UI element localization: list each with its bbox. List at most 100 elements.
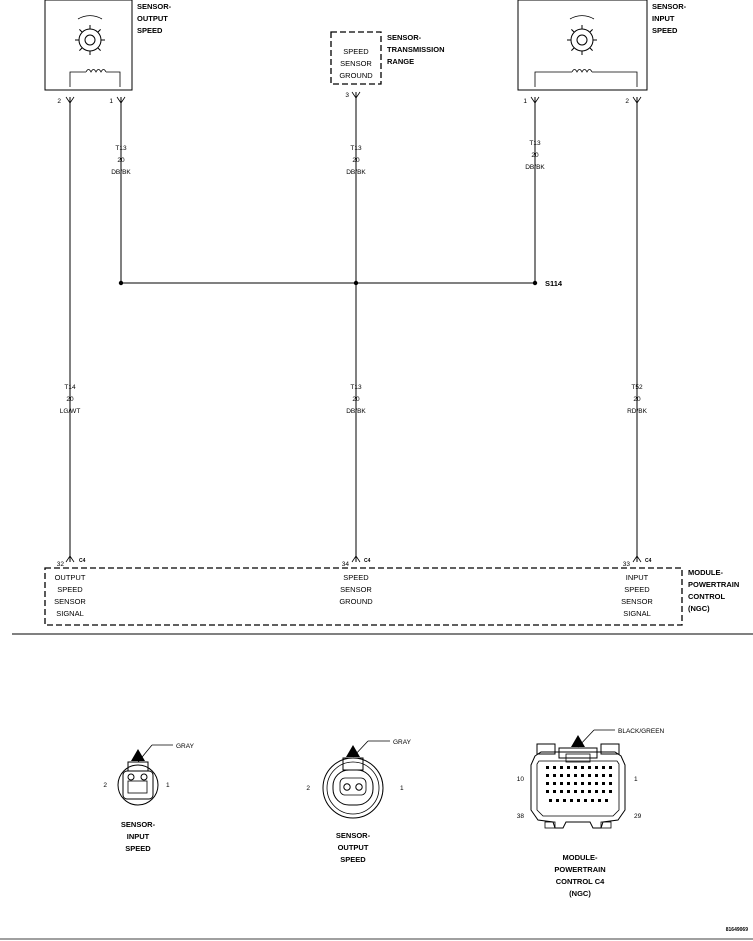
circuit-id: T13 <box>350 384 362 391</box>
wire-label-t14: T14 20 LG/WT <box>60 384 81 415</box>
wire-color: DB/BK <box>346 169 366 176</box>
circuit-id: T13 <box>529 140 541 147</box>
wire-color: RD/BK <box>627 408 648 415</box>
input-speed-sensor: SENSOR- INPUT SPEED 1 2 <box>517 0 687 105</box>
gear-icon <box>567 15 597 55</box>
connector-caption: MODULE- <box>563 853 598 862</box>
range-sensor-name-3: RANGE <box>387 57 414 66</box>
pin-array <box>546 766 612 802</box>
connector-view-output-speed: GRAY 2 1 SENSOR- OUTPUT SPEED <box>306 739 411 864</box>
connector-caption: CONTROL C4 <box>556 877 605 886</box>
wires: S114 <box>65 91 642 563</box>
connector-label: C4 <box>79 558 86 564</box>
wire-label-t13-input: T13 20 DB/BK <box>525 140 545 171</box>
range-sensor-name-2: TRANSMISSION <box>387 45 445 54</box>
pin-label: 2 <box>306 785 310 792</box>
pcm-name-1: MODULE- <box>688 568 723 577</box>
pcm-name-3: CONTROL <box>688 592 725 601</box>
connector-label: C4 <box>364 558 371 564</box>
connector-color: BLACK/GREEN <box>618 728 665 735</box>
wire-gauge: 20 <box>66 396 74 403</box>
input-sensor-name-2: INPUT <box>652 14 675 23</box>
range-sensor-name-1: SENSOR- <box>387 33 422 42</box>
pcm-name-2: POWERTRAIN <box>688 580 739 589</box>
connector-caption: POWERTRAIN <box>554 865 605 874</box>
pin-function: SENSOR <box>54 597 86 606</box>
connector-color: GRAY <box>393 739 412 746</box>
circuit-id: T52 <box>631 384 643 391</box>
range-sensor-function-1: SPEED <box>343 47 369 56</box>
wire-color: DB/BK <box>346 408 366 415</box>
wire-gauge: 20 <box>352 396 360 403</box>
circuit-id: T14 <box>64 384 76 391</box>
wire-color: DB/BK <box>111 169 131 176</box>
connector-caption: SPEED <box>340 855 366 864</box>
input-sensor-name-3: SPEED <box>652 26 678 35</box>
input-sensor-name-1: SENSOR- <box>652 2 687 11</box>
circuit-id: T13 <box>350 145 362 152</box>
coil-icon <box>534 69 638 87</box>
pin-function: INPUT <box>626 573 649 582</box>
pin-function: SENSOR <box>340 585 372 594</box>
pin-function: SENSOR <box>621 597 653 606</box>
connector-caption: SPEED <box>125 844 151 853</box>
connector-view-pcm-c4: BLACK/GREEN 10 1 38 29 MODULE- POWERTRAI… <box>517 728 665 898</box>
wire-label-t13-pcm: T13 20 DB/BK <box>346 384 366 415</box>
pin-function: SIGNAL <box>56 609 84 618</box>
splice-label: S114 <box>545 279 563 288</box>
range-sensor-function-3: GROUND <box>339 71 373 80</box>
pin-label: 10 <box>517 776 525 783</box>
wire-gauge: 20 <box>117 157 125 164</box>
coil-icon <box>69 69 121 87</box>
pin-function: SIGNAL <box>623 609 651 618</box>
pin-label: 2 <box>625 98 629 105</box>
output-sensor-name-1: SENSOR- <box>137 2 172 11</box>
pin-label: 34 <box>342 561 350 568</box>
connector-caption: OUTPUT <box>338 843 369 852</box>
wire-label-t13-range: T13 20 DB/BK <box>346 145 366 176</box>
wire-label-t52: T52 20 RD/BK <box>627 384 648 415</box>
wire-color: DB/BK <box>525 164 545 171</box>
splice-dot <box>118 280 124 286</box>
connector-caption: SENSOR- <box>336 831 371 840</box>
pin-function: SPEED <box>343 573 369 582</box>
output-sensor-name-2: OUTPUT <box>137 14 168 23</box>
wire-color: LG/WT <box>60 408 81 415</box>
pin-label: 2 <box>103 782 107 789</box>
pin-label: 32 <box>57 561 65 568</box>
pin-label: 1 <box>166 782 170 789</box>
wire-gauge: 20 <box>352 157 360 164</box>
splice-dot <box>532 280 538 286</box>
pin-label: 3 <box>345 92 349 99</box>
pin-label: 1 <box>109 98 113 105</box>
pin-label: 1 <box>523 98 527 105</box>
pin-function: SPEED <box>57 585 83 594</box>
pin-label: 29 <box>634 813 642 820</box>
circuit-id: T13 <box>115 145 127 152</box>
connector-caption: (NGC) <box>569 889 591 898</box>
pcm-name-4: (NGC) <box>688 604 710 613</box>
pin-label: 38 <box>517 813 525 820</box>
pin-label: 2 <box>57 98 61 105</box>
pin-label: 33 <box>623 561 631 568</box>
connector-label: C4 <box>645 558 652 564</box>
pin-label: 1 <box>400 785 404 792</box>
splice-dot <box>353 280 359 286</box>
output-sensor-name-3: SPEED <box>137 26 163 35</box>
powertrain-control-module: 32 C4 OUTPUT SPEED SENSOR SIGNAL 34 C4 S… <box>44 558 739 626</box>
pin-label: 1 <box>634 776 638 783</box>
output-speed-sensor: SENSOR- OUTPUT SPEED 2 1 <box>44 0 172 105</box>
pin-function: SPEED <box>624 585 650 594</box>
connector-color: GRAY <box>176 743 195 750</box>
connector-caption: INPUT <box>127 832 150 841</box>
figure-id: 81649069 <box>726 927 748 933</box>
pin-function: GROUND <box>339 597 373 606</box>
pin-function: OUTPUT <box>55 573 86 582</box>
gear-icon <box>75 15 105 55</box>
connector-caption: SENSOR- <box>121 820 156 829</box>
wire-gauge: 20 <box>531 152 539 159</box>
wire-gauge: 20 <box>633 396 641 403</box>
wire-label-t13-output: T13 20 DB/BK <box>111 145 131 176</box>
transmission-range-sensor: SPEED SENSOR GROUND SENSOR- TRANSMISSION… <box>330 31 445 99</box>
